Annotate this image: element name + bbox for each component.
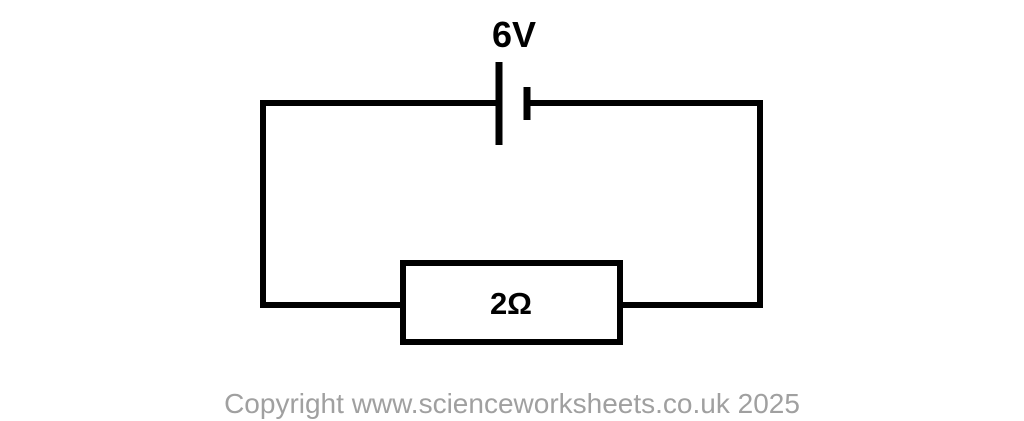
wire-right-loop xyxy=(527,100,763,308)
resistor-value-label: 2Ω xyxy=(490,286,532,321)
battery-voltage-label: 6V xyxy=(492,14,536,55)
copyright-text: Copyright www.scienceworksheets.co.uk 20… xyxy=(224,388,800,419)
resistor-box xyxy=(400,260,623,345)
wire-left-loop xyxy=(260,100,499,308)
